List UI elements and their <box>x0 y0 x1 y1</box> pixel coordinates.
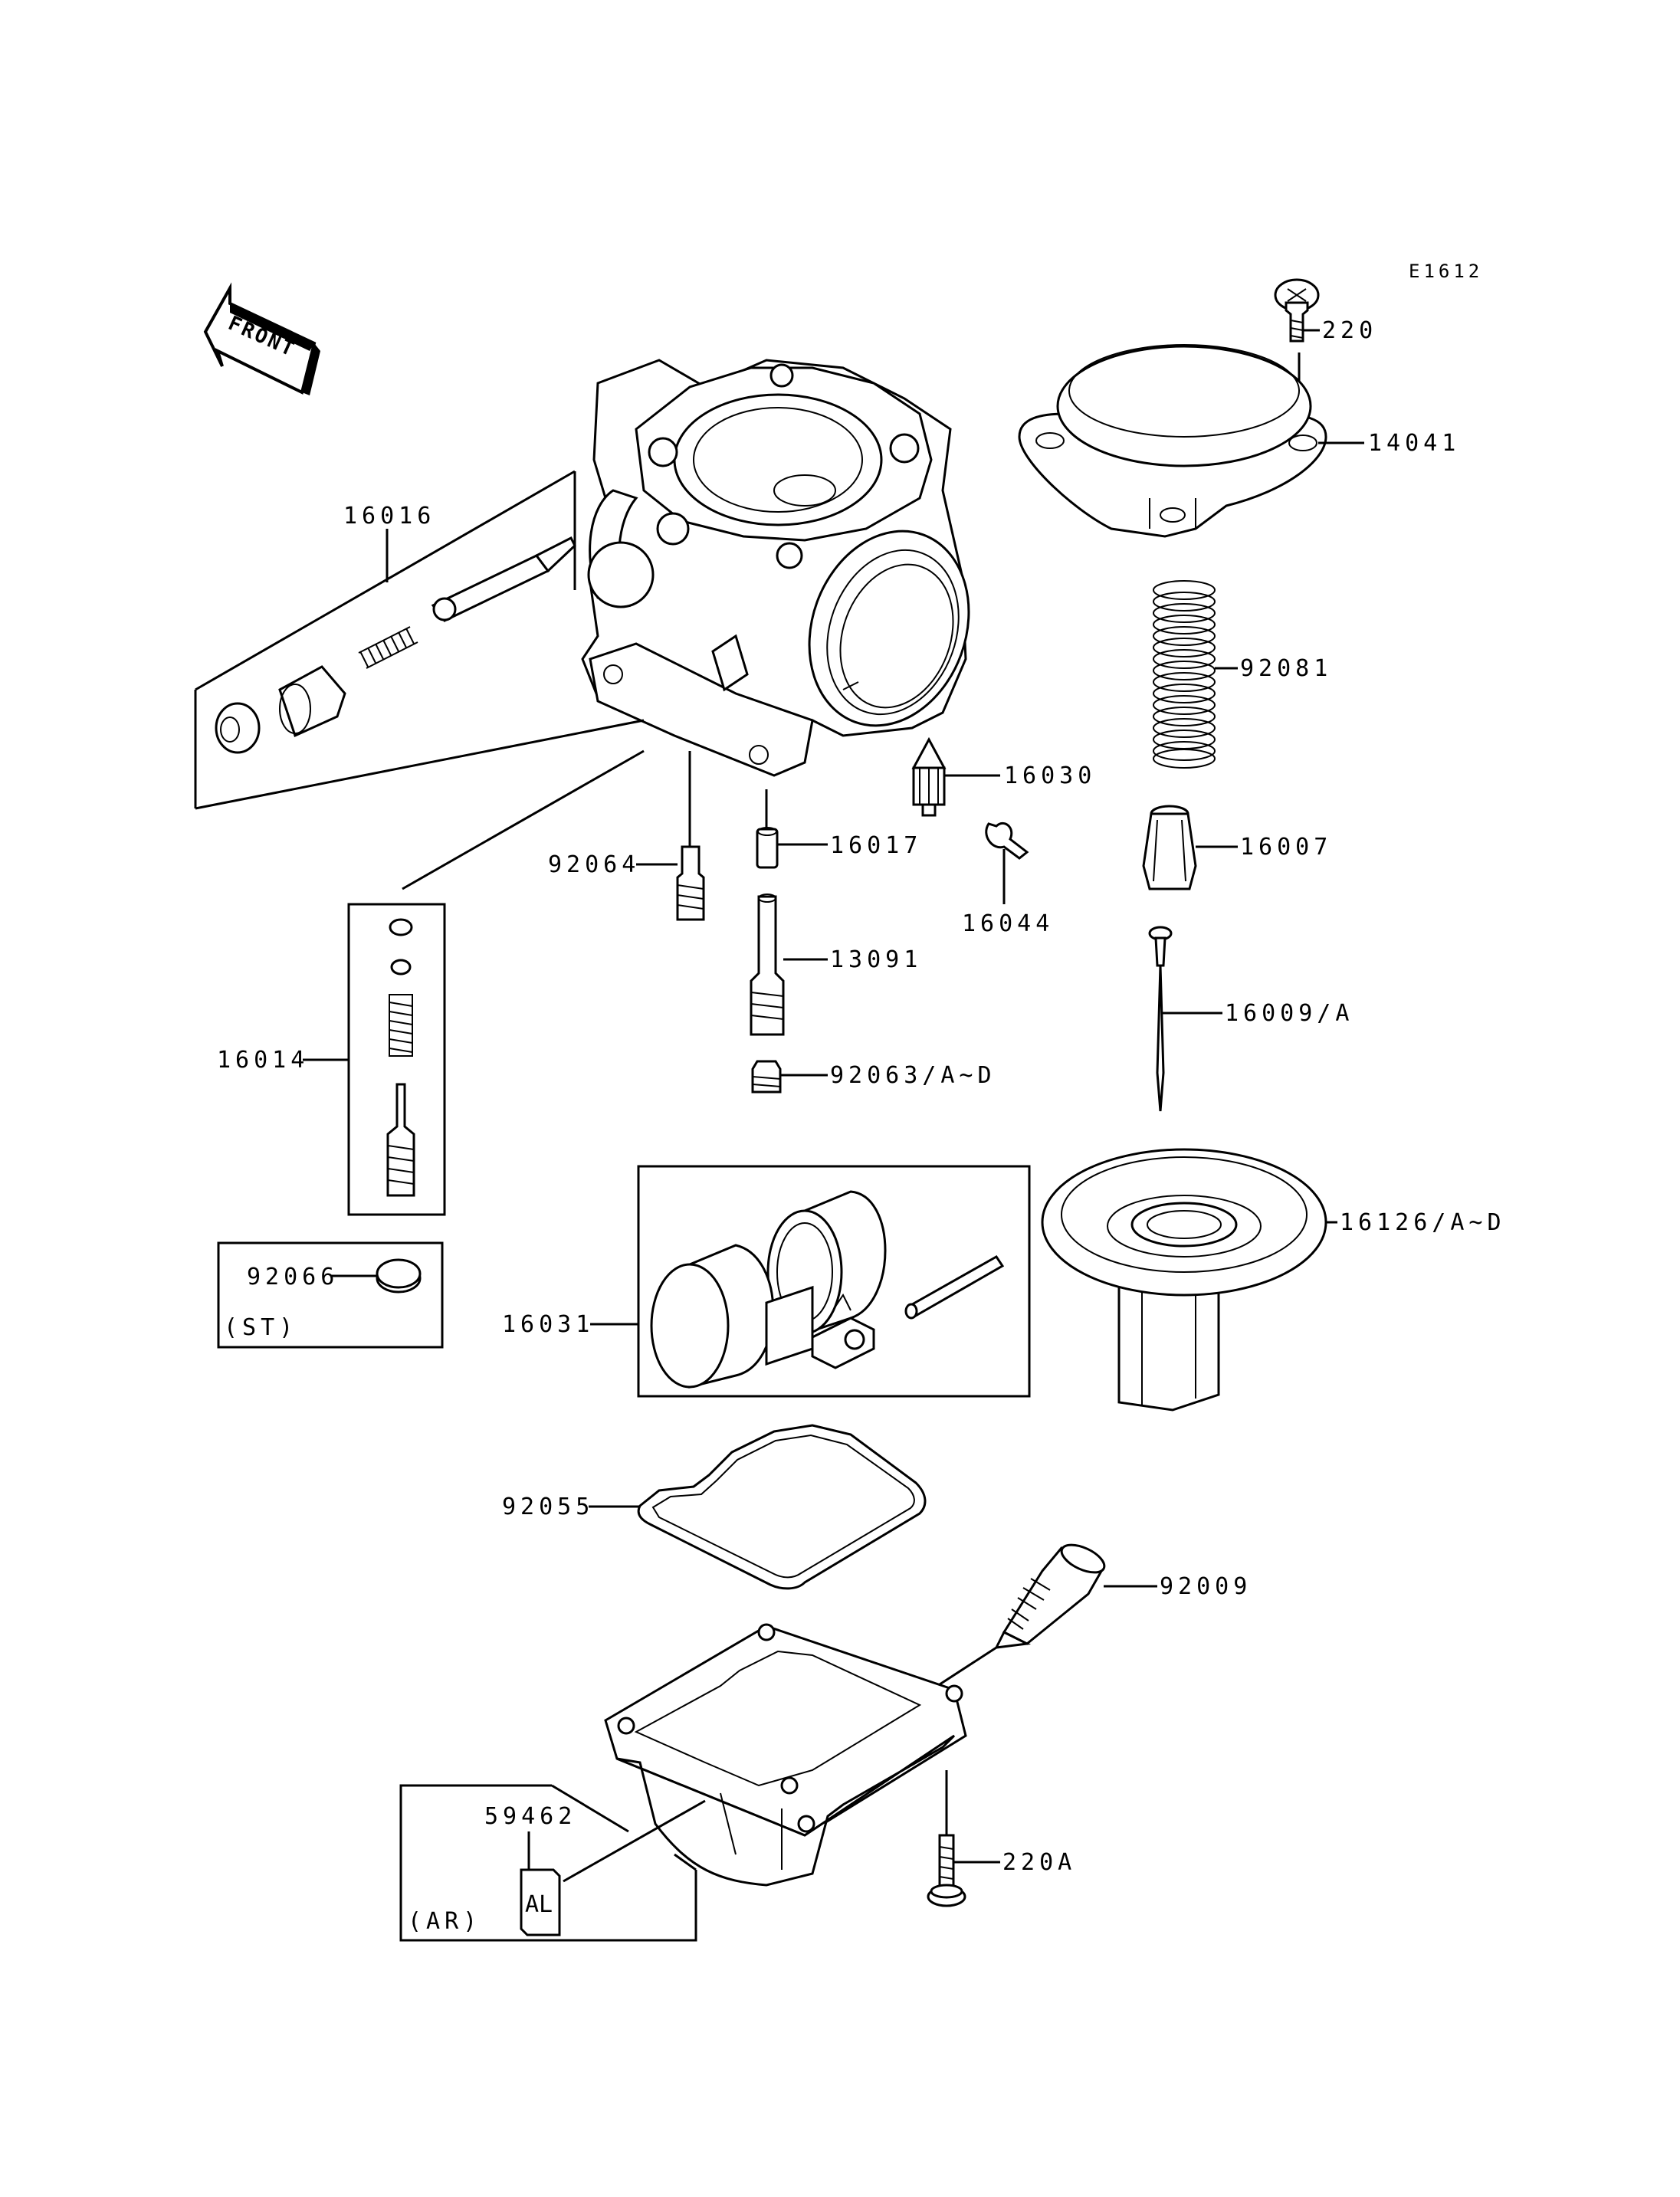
callout-92009: 92009 <box>1160 1573 1252 1600</box>
part-13091 <box>750 894 828 1036</box>
callout-16007: 16007 <box>1240 834 1332 861</box>
al-plate-label: AL <box>525 1891 553 1918</box>
part-92009 <box>919 1543 1157 1699</box>
note-st: (ST) <box>224 1314 297 1341</box>
callout-13091: 13091 <box>830 946 922 973</box>
callout-16014: 16014 <box>217 1047 309 1074</box>
note-ar: (AR) <box>408 1908 481 1935</box>
part-92081 <box>1153 580 1238 769</box>
part-220a <box>927 1770 1000 1907</box>
callout-16044: 16044 <box>962 910 1054 937</box>
part-16126-diaphragm <box>1041 1148 1337 1412</box>
callout-92064: 92064 <box>548 851 640 878</box>
part-16014-assembly <box>303 749 645 1216</box>
diagram-code: E1612 <box>1409 261 1483 282</box>
callout-16126: 16126/A~D <box>1340 1209 1506 1236</box>
callout-220a: 220A <box>1002 1849 1076 1876</box>
callout-16009a: 16009/A <box>1225 1000 1354 1027</box>
callout-16031: 16031 <box>502 1311 594 1338</box>
callout-92066: 92066 <box>247 1264 339 1290</box>
part-16017 <box>756 789 828 869</box>
part-14041 <box>1018 344 1364 538</box>
callout-16016: 16016 <box>343 503 435 530</box>
callout-14041: 14041 <box>1368 430 1460 457</box>
callout-59462: 59462 <box>484 1803 576 1830</box>
part-16044 <box>985 821 1029 904</box>
part-16009-needle <box>1148 926 1222 1112</box>
part-92063 <box>751 1060 828 1094</box>
callout-220: 220 <box>1322 317 1377 344</box>
carburetor-body <box>581 359 970 777</box>
part-16016-assembly <box>194 470 645 810</box>
part-59462-box <box>399 1784 706 1942</box>
callout-92055: 92055 <box>502 1494 594 1520</box>
callout-16030: 16030 <box>1004 762 1096 789</box>
part-16030 <box>911 736 1000 817</box>
part-92066-box <box>217 1241 444 1349</box>
callout-16017: 16017 <box>830 832 922 859</box>
part-float-bowl <box>604 1623 967 1887</box>
part-92064 <box>636 751 705 921</box>
callout-92081: 92081 <box>1240 655 1332 682</box>
front-arrow-icon: FRONT <box>203 282 320 395</box>
part-16031-float <box>590 1165 1031 1398</box>
part-16007 <box>1142 805 1238 890</box>
callout-92063: 92063/A~D <box>830 1062 996 1089</box>
part-92055-gasket <box>589 1424 927 1590</box>
